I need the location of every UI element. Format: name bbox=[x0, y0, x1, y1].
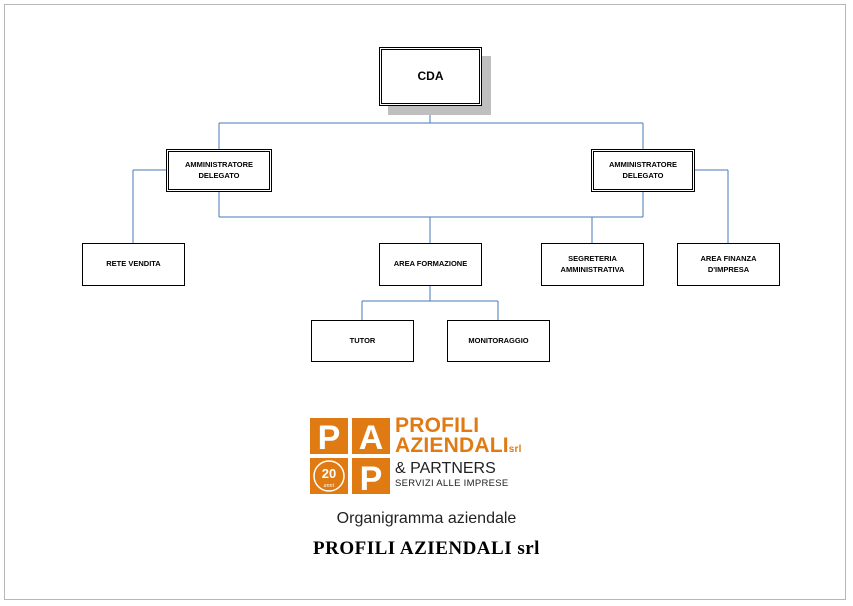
node-monitoraggio-label: MONITORAGGIO bbox=[468, 335, 529, 345]
node-segreteria: SEGRETERIA AMMINISTRATIVA bbox=[541, 243, 644, 286]
logo-badge-sub: anni bbox=[324, 483, 335, 489]
logo-line2-suffix: srl bbox=[508, 444, 522, 455]
node-area-formazione: AREA FORMAZIONE bbox=[379, 243, 482, 286]
node-segreteria-label: SEGRETERIA AMMINISTRATIVA bbox=[560, 254, 625, 274]
node-cda-label: CDA bbox=[417, 69, 444, 84]
node-ad-right-label: AMMINISTRATORE DELEGATO bbox=[608, 160, 678, 180]
svg-text:P: P bbox=[360, 460, 383, 496]
node-tutor: TUTOR bbox=[311, 320, 414, 362]
node-area-formazione-label: AREA FORMAZIONE bbox=[393, 259, 468, 269]
node-rete-vendita: RETE VENDITA bbox=[82, 243, 185, 286]
node-cda: CDA bbox=[379, 47, 482, 106]
logo-line1: PROFILI bbox=[395, 414, 480, 437]
node-ad-left: AMMINISTRATORE DELEGATO bbox=[166, 149, 272, 192]
caption-title: PROFILI AZIENDALI srl bbox=[313, 538, 540, 559]
logo-line2: AZIENDALIsrl bbox=[395, 434, 522, 460]
node-tutor-label: TUTOR bbox=[349, 335, 376, 345]
logo-badge-number: 20 bbox=[322, 466, 336, 481]
svg-text:P: P bbox=[318, 419, 341, 457]
logo-line3: & PARTNERS bbox=[395, 460, 496, 477]
logo-mark: P A P 20 anni bbox=[310, 418, 392, 496]
node-ad-right: AMMINISTRATORE DELEGATO bbox=[591, 149, 695, 192]
node-ad-left-label: AMMINISTRATORE DELEGATO bbox=[184, 160, 254, 180]
logo-wordmark: PROFILI AZIENDALIsrl & PARTNERS SERVIZI … bbox=[395, 414, 522, 489]
caption-subtitle: Organigramma aziendale bbox=[336, 510, 517, 527]
logo-line2-text: AZIENDALI bbox=[395, 434, 509, 457]
node-monitoraggio: MONITORAGGIO bbox=[447, 320, 550, 362]
logo-line4: SERVIZI ALLE IMPRESE bbox=[395, 478, 509, 489]
node-area-finanza-label: AREA FINANZA D'IMPRESA bbox=[700, 254, 757, 274]
node-rete-vendita-label: RETE VENDITA bbox=[106, 259, 161, 269]
svg-text:A: A bbox=[359, 419, 384, 457]
node-area-finanza: AREA FINANZA D'IMPRESA bbox=[677, 243, 780, 286]
anniversary-badge-icon bbox=[313, 460, 345, 492]
